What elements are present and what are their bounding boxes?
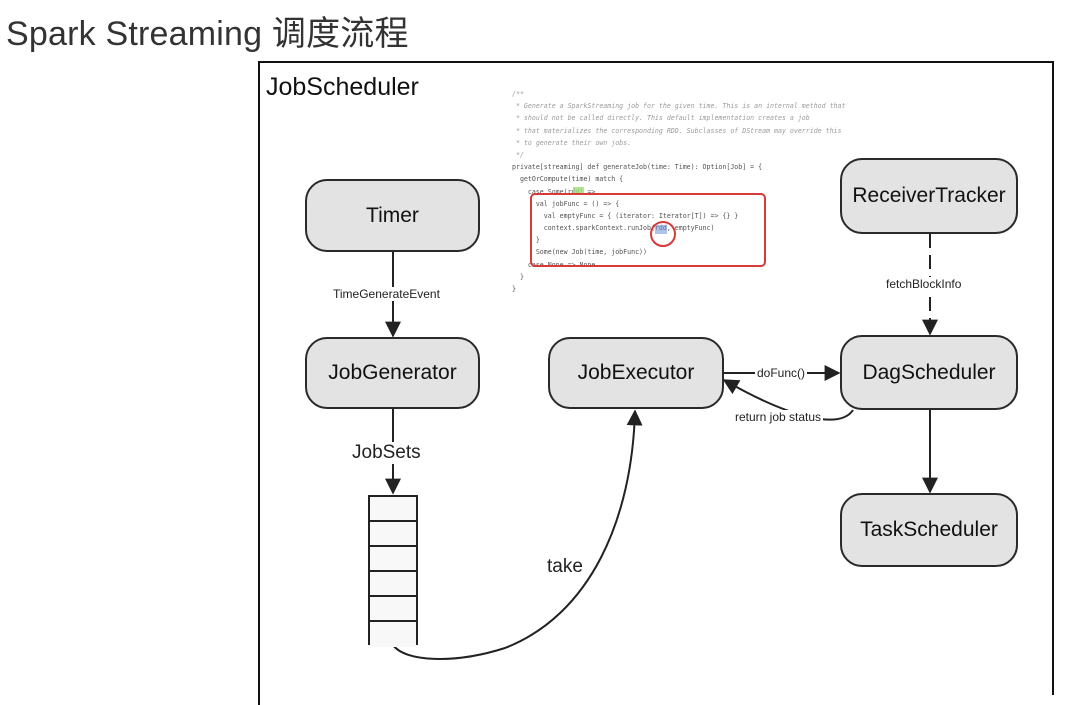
code-highlight-circle: [650, 221, 676, 247]
code-green-highlight: [573, 187, 584, 195]
code-line: Some(new Job(time, jobFunc)): [512, 248, 647, 257]
queue-slot: [370, 622, 416, 647]
code-line: * that materializes the corresponding RD…: [512, 126, 842, 135]
page-title: Spark Streaming 调度流程: [6, 15, 409, 53]
code-line: context.sparkContext.runJob(rdd, emptyFu…: [512, 224, 715, 233]
node-timer: Timer: [305, 179, 480, 252]
label-do-func: doFunc(): [755, 366, 808, 380]
queue-slot: [370, 572, 416, 597]
frame-label: JobScheduler: [266, 73, 419, 101]
code-highlight-box: [530, 193, 766, 267]
label-return-job-status: return job status: [733, 410, 824, 424]
code-line: * to generate their own jobs.: [512, 138, 632, 147]
code-line: case None => None: [512, 260, 596, 269]
queue-slot: [370, 522, 416, 547]
node-receiver-tracker: ReceiverTracker: [840, 158, 1018, 234]
code-line: */: [512, 150, 524, 159]
code-line: * Generate a SparkStreaming job for the …: [512, 102, 846, 111]
code-line: }: [512, 285, 516, 293]
frame-top-border: [258, 61, 1054, 63]
queue-slot: [370, 547, 416, 572]
node-dag-scheduler: DagScheduler: [840, 335, 1018, 410]
code-line: getOrCompute(time) match {: [512, 175, 624, 184]
label-time-generate-event: TimeGenerateEvent: [331, 287, 442, 301]
job-queue: [368, 495, 418, 647]
code-line: val emptyFunc = { (iterator: Iterator[T]…: [512, 211, 739, 220]
code-snippet: /** * Generate a SparkStreaming job for …: [512, 88, 846, 295]
label-job-sets: JobSets: [350, 442, 423, 464]
queue-slot: [370, 597, 416, 622]
code-line: * should not be called directly. This de…: [512, 114, 810, 123]
code-line: case Some(rdd) =>: [512, 187, 596, 196]
frame-left-border: [258, 61, 260, 705]
code-line: private[streaming] def generateJob(time:…: [512, 163, 763, 172]
node-job-executor: JobExecutor: [548, 337, 724, 409]
frame-right-border: [1052, 61, 1054, 695]
queue-slot: [370, 497, 416, 522]
code-line: /**: [512, 90, 524, 98]
node-task-scheduler: TaskScheduler: [840, 493, 1018, 567]
code-line: }: [512, 236, 540, 245]
code-line: val jobFunc = () => {: [512, 199, 620, 208]
node-job-generator: JobGenerator: [305, 337, 480, 409]
code-line: }: [512, 272, 524, 281]
label-fetch-block-info: fetchBlockInfo: [884, 277, 964, 291]
label-take: take: [545, 556, 585, 578]
arrow-queue-to-executor: [392, 409, 643, 660]
